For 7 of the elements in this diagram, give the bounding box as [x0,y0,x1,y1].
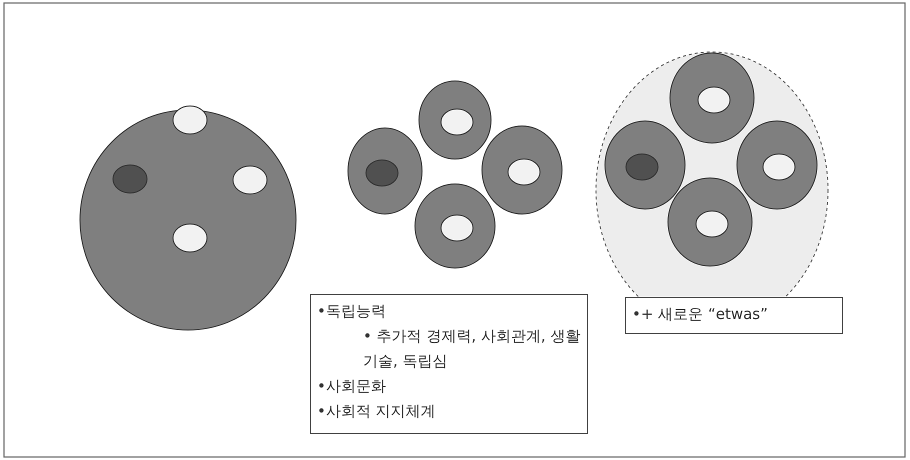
bullet-text: •사회문화 [317,376,387,397]
bullet-text: •+ 새로운 “etwas” [632,304,769,325]
bullet-text: •사회적 지지체계 [317,401,437,422]
text-box [625,297,843,334]
text-box [310,294,588,434]
bullet-text: • 추가적 경제력, 사회관계, 생활기술, 독립심 [362,326,581,372]
bullet-text: •독립능력 [317,301,387,322]
